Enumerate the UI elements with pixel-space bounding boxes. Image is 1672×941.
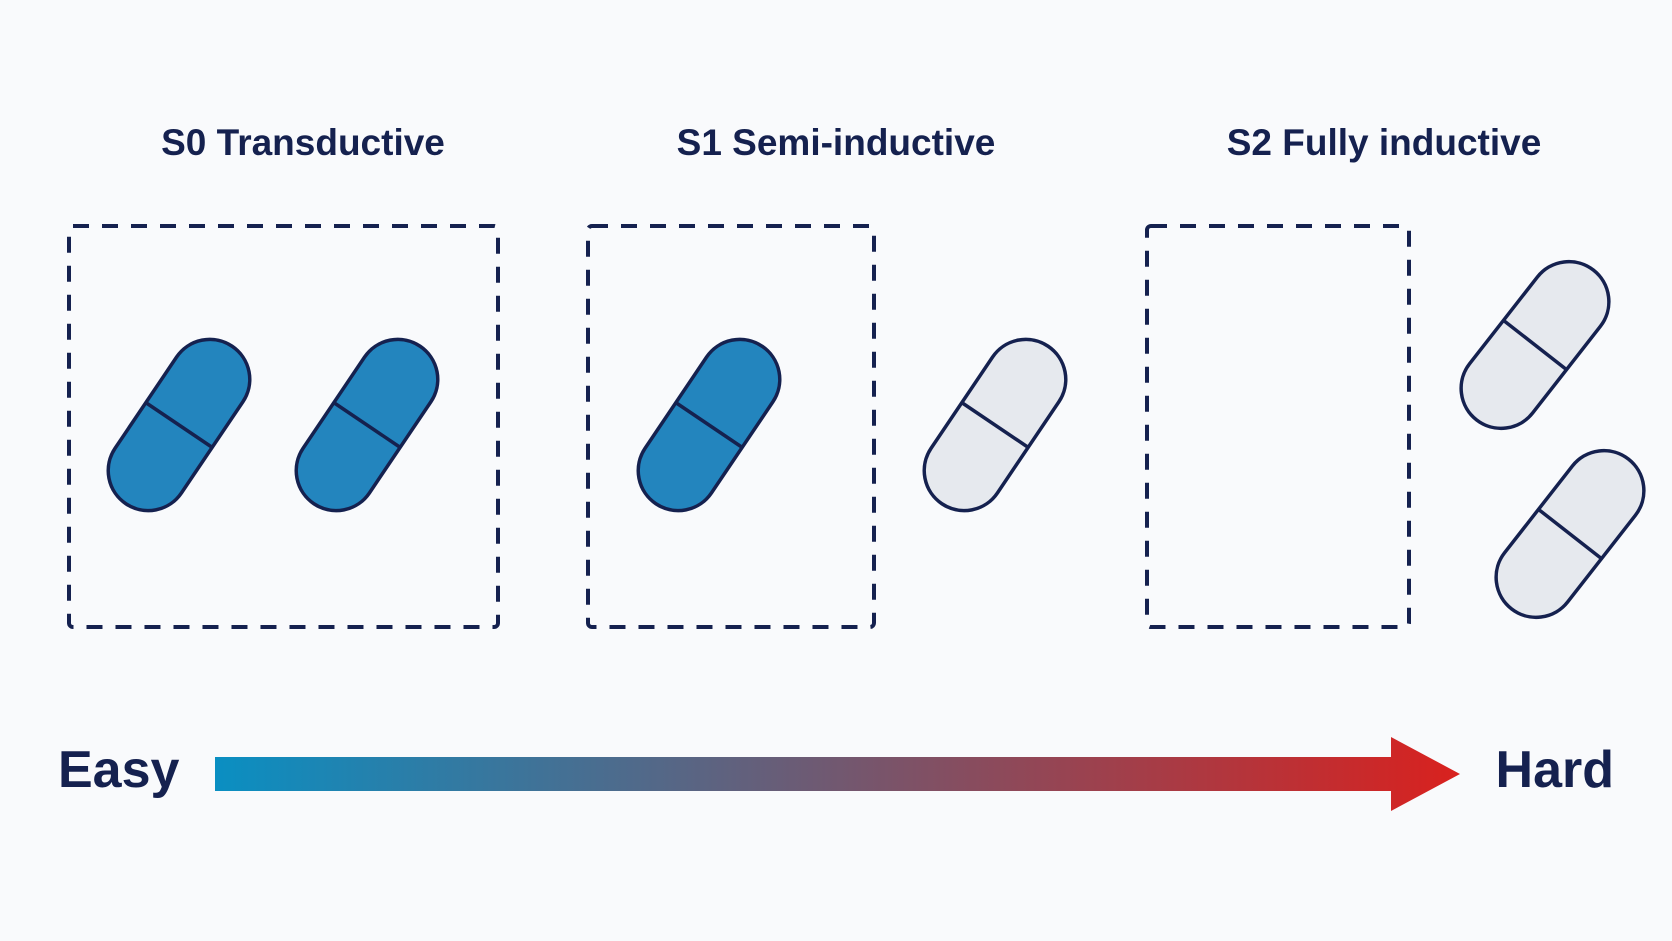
- scale-end-label: Hard: [1496, 741, 1614, 799]
- difficulty-scale: Easy Hard: [58, 737, 1614, 811]
- scenario-s0: S0 Transductive: [67, 122, 500, 629]
- scenario-s1: S1 Semi-inductive: [586, 122, 1068, 629]
- capsule-icon: [294, 337, 440, 513]
- capsule-icon: [922, 337, 1068, 513]
- seen-set-box-s0: [67, 224, 500, 629]
- capsule-icon: [1459, 259, 1611, 431]
- gradient-arrow-icon: [215, 737, 1460, 811]
- scenario-title-s1: S1 Semi-inductive: [677, 122, 996, 163]
- capsule-icon: [106, 337, 252, 513]
- seen-set-box-s1: [586, 224, 876, 629]
- capsule-icon: [1494, 448, 1646, 620]
- scenario-title-s2: S2 Fully inductive: [1227, 122, 1542, 163]
- capsule-icon: [636, 337, 782, 513]
- scale-start-label: Easy: [58, 741, 180, 799]
- seen-set-box-s2: [1145, 224, 1411, 629]
- scenario-title-s0: S0 Transductive: [161, 122, 445, 163]
- scenario-s2: S2 Fully inductive: [1145, 122, 1646, 629]
